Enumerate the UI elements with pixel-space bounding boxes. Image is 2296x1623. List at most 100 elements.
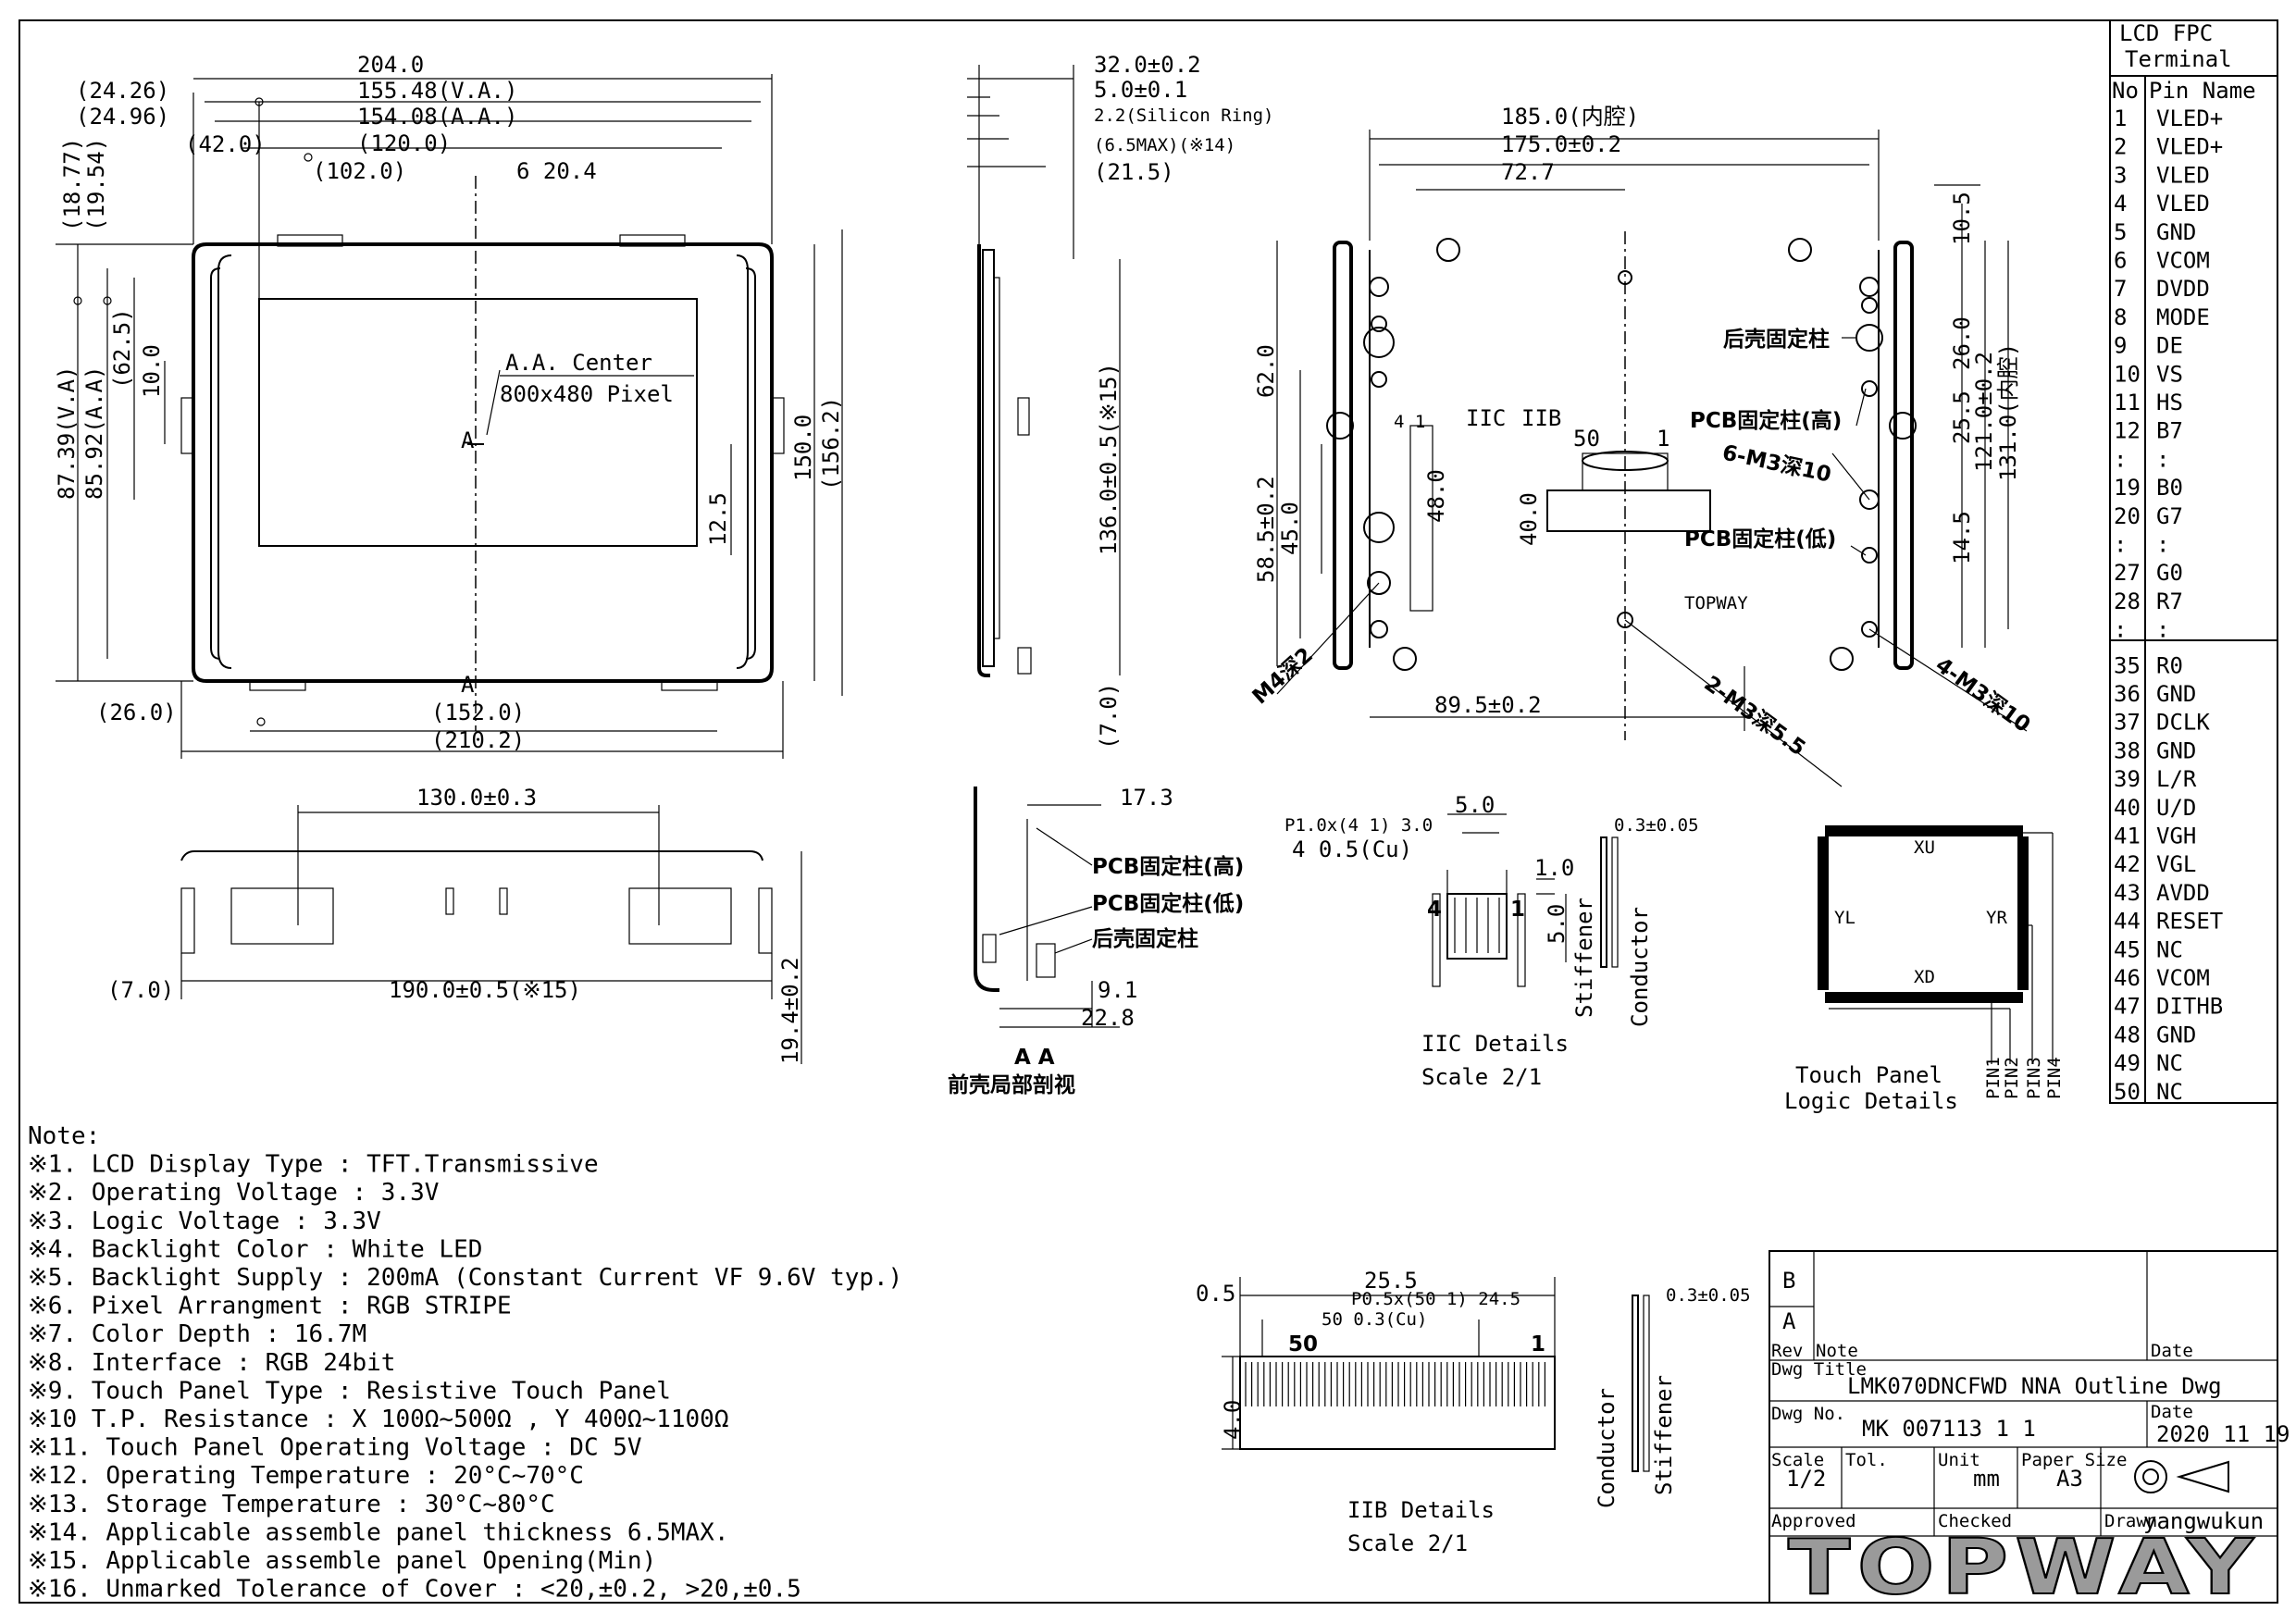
section-aa: 17.3 9.1 22.8 PCB固定柱(高) PCB固定柱(低) 后壳固定柱 … <box>948 785 1244 1097</box>
dwg-title: LMK070DNCFWD NNA Outline Dwg <box>1847 1373 2222 1399</box>
dim-131: 131.0(内腔) <box>1995 343 2021 481</box>
pin-number: : <box>2114 446 2127 472</box>
db-pin-1: 1 <box>1531 1332 1545 1357</box>
paper-value: A3 <box>2056 1466 2083 1492</box>
aa-marks: A A <box>1014 1046 1055 1070</box>
dim-7-bottom: (7.0) <box>107 977 174 1003</box>
note-line: ※5. Backlight Supply : 200mA (Constant C… <box>28 1264 902 1292</box>
back-view: TOPWAY 185.0(内腔) 175.0±0.2 72.7 后壳固定柱 <box>1248 104 2034 787</box>
tp-xu: XU <box>1914 837 1935 858</box>
pin-number: 8 <box>2114 304 2127 330</box>
note-line: ※13. Storage Temperature : 30°C~80°C <box>28 1491 555 1518</box>
pin-number: 45 <box>2114 936 2141 962</box>
pin-name: NC <box>2156 1079 2183 1105</box>
pin-number: 28 <box>2114 588 2141 614</box>
section-mark-bottom: A <box>461 672 475 698</box>
pin-number: 1 <box>2114 105 2127 131</box>
note-line: ※7. Color Depth : 16.7M <box>28 1320 366 1348</box>
pin-name: B0 <box>2156 475 2183 501</box>
dim-6-5max: (6.5MAX)(※14) <box>1094 135 1235 155</box>
pin-name: R7 <box>2156 588 2183 614</box>
note-line: ※1. LCD Display Type : TFT.Transmissive <box>28 1151 599 1179</box>
label-pcb-post-low: PCB固定柱(低) <box>1684 527 1836 551</box>
dwg-no-label: Dwg No. <box>1771 1404 1845 1424</box>
active-area <box>258 298 698 547</box>
dim-10-5: 10.5 <box>1949 192 1975 245</box>
dim-17-3: 17.3 <box>1120 785 1173 811</box>
rev-b: B <box>1782 1268 1795 1294</box>
pin-number: 11 <box>2114 390 2141 415</box>
pin-number: : <box>2114 532 2127 558</box>
drawn-label: Drawn <box>2104 1511 2157 1531</box>
pin-name: L/R <box>2156 766 2197 792</box>
rev-label: Rev <box>1771 1341 1803 1361</box>
tp-subtitle: Logic Details <box>1784 1088 1958 1114</box>
pin-number: 3 <box>2114 162 2127 188</box>
dim-102: (102.0) <box>313 158 406 184</box>
pin-table-header-1: LCD FPC <box>2119 20 2213 46</box>
unit-label: Unit <box>1938 1450 1980 1470</box>
date-value: 2020 11 19 <box>2156 1421 2290 1447</box>
tp-pin1: PIN1 <box>1983 1057 2004 1099</box>
pin-number: 41 <box>2114 824 2141 849</box>
pin-table-header-2: Terminal <box>2125 46 2232 72</box>
dc-5-top: 5.0 <box>1455 792 1495 818</box>
title-block: B A Rev Note Date Dwg Title LMK070DNCFWD… <box>1769 1250 2290 1613</box>
pin-name: VLED+ <box>2156 134 2223 160</box>
note-line: ※14. Applicable assemble panel thickness… <box>28 1518 729 1546</box>
pin-number: 6 <box>2114 248 2127 274</box>
note-line: ※4. Backlight Color : White LED <box>28 1235 482 1263</box>
dc-cu: 4 0.5(Cu) <box>1292 836 1412 862</box>
dim-19-4: 19.4±0.2 <box>777 957 803 1064</box>
detail-b: 25.5 0.5 P0.5x(50 1) 24.5 50 0.3(Cu) 4.0… <box>1196 1268 1751 1556</box>
pin-number: 37 <box>2114 710 2141 736</box>
scale-label: Scale <box>1771 1450 1824 1470</box>
date-label-2: Date <box>2151 1402 2193 1422</box>
dim-24-96: (24.96) <box>76 104 169 130</box>
db-pitch: P0.5x(50 1) 24.5 <box>1351 1289 1520 1309</box>
label-m4: M4深2 <box>1248 643 1318 709</box>
pin-name: VCOM <box>2156 965 2210 991</box>
pin-name: RESET <box>2156 909 2223 935</box>
dim-6-20-4: 6 20.4 <box>516 158 597 184</box>
dim-12-5: 12.5 <box>705 492 731 546</box>
notes-block: Note:※1. LCD Display Type : TFT.Transmis… <box>28 1122 902 1604</box>
pin-name: NC <box>2156 936 2183 962</box>
aa-title: 前壳局部剖视 <box>948 1072 1075 1097</box>
dim-10: 10.0 <box>139 344 165 398</box>
approved-label: Approved <box>1771 1511 1856 1531</box>
note-line: ※6. Pixel Arrangment : RGB STRIPE <box>28 1293 512 1320</box>
dim-136: 136.0±0.5(※15) <box>1096 363 1122 555</box>
pin-name: VLED+ <box>2156 105 2223 131</box>
aa-label-rear-post: 后壳固定柱 <box>1092 926 1198 951</box>
db-0-5: 0.5 <box>1196 1281 1235 1307</box>
dim-130: 130.0±0.3 <box>416 785 537 811</box>
date-label: Date <box>2151 1341 2193 1361</box>
pin-number: 38 <box>2114 737 2141 763</box>
checked-label: Checked <box>1938 1511 2012 1531</box>
dc-1: 1.0 <box>1534 855 1574 881</box>
pin-number: 44 <box>2114 909 2141 935</box>
marker-iic: IIC <box>1466 405 1506 431</box>
pin-name: : <box>2156 617 2169 643</box>
label-4-m3: 4-M3深10 <box>1930 653 2034 737</box>
dim-152: (152.0) <box>431 700 525 725</box>
pin-number: 10 <box>2114 361 2141 387</box>
dim-62: 62.0 <box>1253 344 1279 398</box>
pin-name: GND <box>2156 1022 2196 1047</box>
dim-aa-height: 85.92(A.A) <box>81 366 107 501</box>
pin-name: G0 <box>2156 560 2183 586</box>
note-line: ※11. Touch Panel Operating Voltage : DC … <box>28 1434 642 1462</box>
db-conductor: Conductor <box>1594 1388 1620 1508</box>
note-line: ※9. Touch Panel Type : Resistive Touch P… <box>28 1377 671 1405</box>
front-inner-right <box>745 267 756 660</box>
dim-va-width: 155.48(V.A.) <box>357 78 517 104</box>
pin-name: VGL <box>2156 851 2196 877</box>
pin-number: 20 <box>2114 503 2141 529</box>
bottom-view: 130.0±0.3 190.0±0.5(※15) (7.0) 19.4±0.2 <box>107 785 803 1064</box>
dim-72-7: 72.7 <box>1501 159 1555 185</box>
dim-120: (120.0) <box>357 130 451 156</box>
dc-pin-1: 1 <box>1510 898 1525 922</box>
pin-name: G7 <box>2156 503 2183 529</box>
